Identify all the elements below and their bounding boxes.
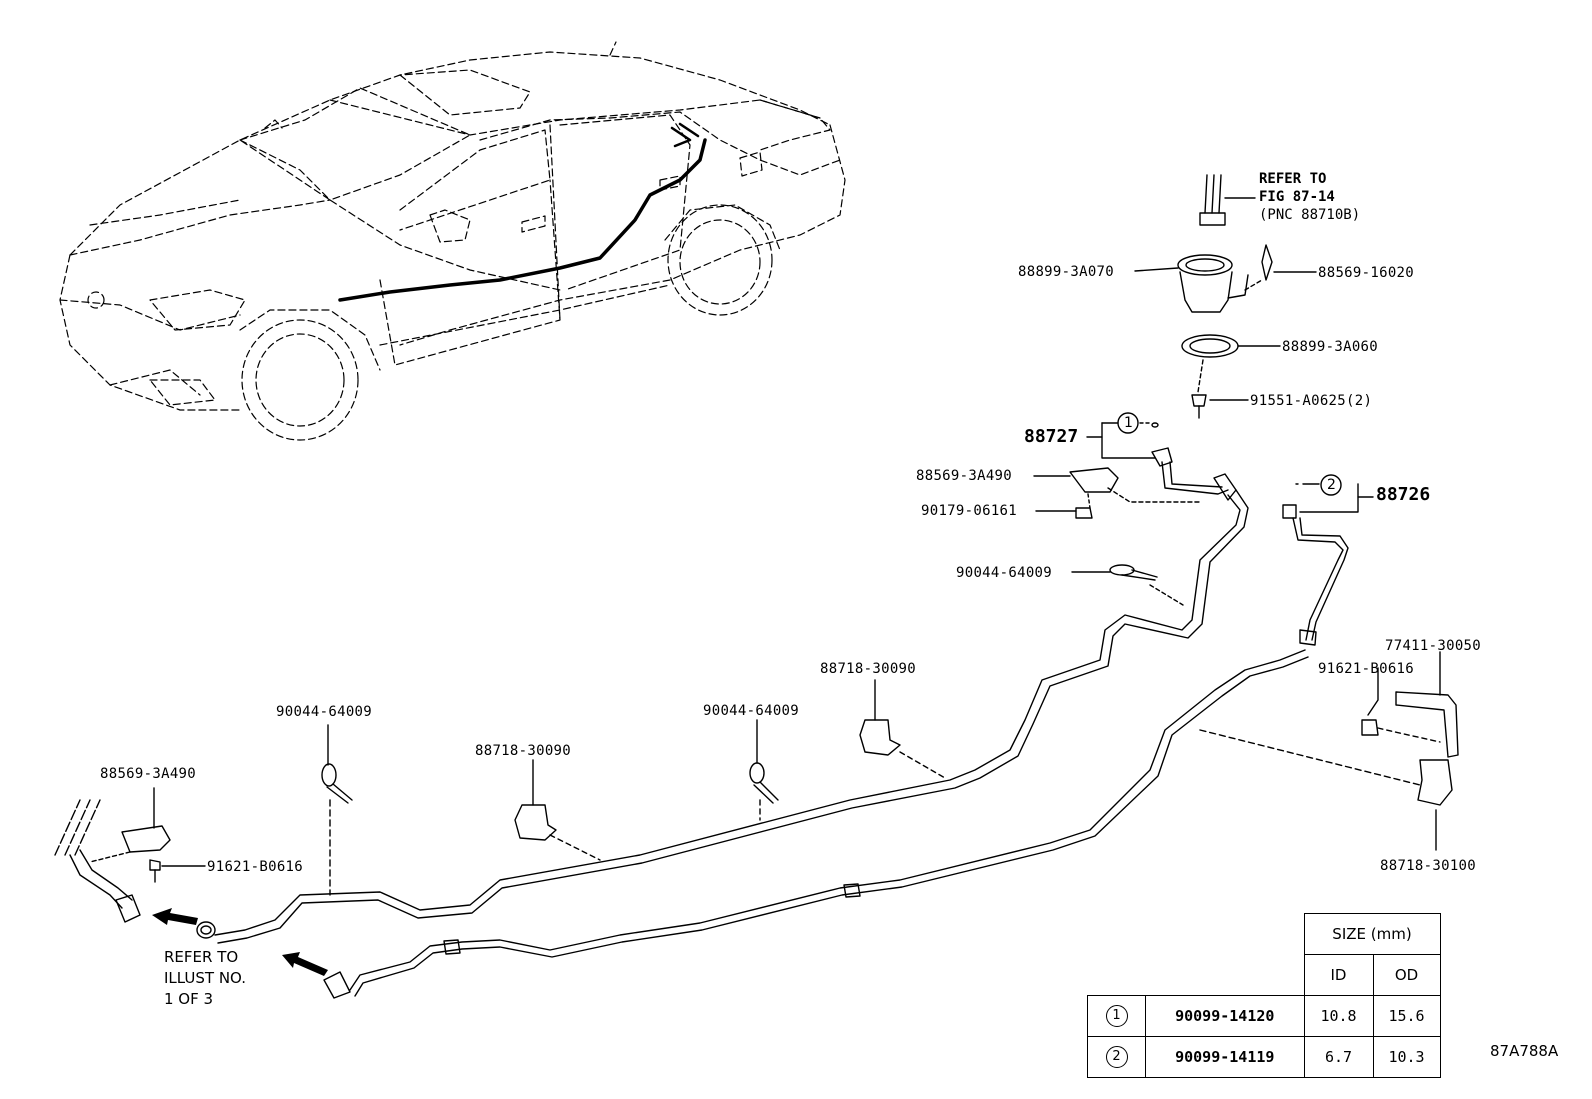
row-id-value: 6.7 bbox=[1303, 1036, 1374, 1078]
filler-parts bbox=[1134, 174, 1317, 419]
row-part-number: 90099-14120 bbox=[1145, 995, 1305, 1037]
refer-illust-line1: REFER TO bbox=[164, 948, 239, 966]
label-88727: 88727 bbox=[1024, 426, 1079, 447]
refer-illust-note: REFER TO ILLUST NO. 1 OF 3 bbox=[164, 947, 246, 1010]
fuel-tube-large bbox=[196, 489, 1249, 944]
label-77411-30050: 77411-30050 bbox=[1385, 638, 1482, 654]
row-id-value: 10.8 bbox=[1303, 995, 1374, 1037]
label-88726: 88726 bbox=[1376, 484, 1431, 505]
size-table-col-od: OD bbox=[1372, 954, 1441, 996]
row-part-number: 90099-14119 bbox=[1145, 1036, 1305, 1078]
label-90179-06161: 90179-06161 bbox=[921, 503, 1018, 519]
clamp-90044-left bbox=[321, 724, 353, 896]
label-88899-3A070: 88899-3A070 bbox=[1018, 264, 1115, 280]
car-illustration bbox=[59, 41, 846, 441]
refer-fig-note: REFER TO FIG 87-14 (PNC 88710B) bbox=[1259, 170, 1360, 224]
row-ref-circle: 2 bbox=[1105, 1046, 1128, 1068]
label-88569-3A490-left: 88569-3A490 bbox=[100, 766, 197, 782]
refer-fig-line3: (PNC 88710B) bbox=[1259, 207, 1361, 223]
label-88718-30090-mid: 88718-30090 bbox=[475, 743, 572, 759]
hose-88727 bbox=[1033, 412, 1237, 606]
label-88899-3A060: 88899-3A060 bbox=[1282, 339, 1379, 355]
hose-88726 bbox=[1282, 474, 1374, 646]
fuel-tube-small bbox=[323, 649, 1309, 999]
label-88718-30090-right: 88718-30090 bbox=[820, 661, 917, 677]
callout-1: 1 bbox=[1124, 415, 1134, 431]
label-91621-B0616-left: 91621-B0616 bbox=[207, 859, 304, 875]
label-88718-30100: 88718-30100 bbox=[1380, 858, 1477, 874]
label-91621-B0616-right: 91621-B0616 bbox=[1318, 661, 1415, 677]
row-ref-circle: 1 bbox=[1105, 1005, 1128, 1027]
refer-fig-line2: FIG 87-14 bbox=[1259, 189, 1335, 205]
car-fuel-line bbox=[338, 138, 707, 302]
label-90044-64009-mid: 90044-64009 bbox=[703, 703, 800, 719]
size-table: SIZE (mm) ID OD 1 90099-14120 10.8 15.6 … bbox=[1087, 913, 1441, 1078]
size-table-header: SIZE (mm) bbox=[1303, 913, 1441, 955]
bracket-77411 bbox=[1199, 651, 1459, 851]
clamp-88718-right bbox=[859, 679, 946, 779]
clamp-90044-mid bbox=[749, 719, 779, 821]
figure-id: 87A788A bbox=[1490, 1042, 1559, 1060]
row-od-value: 10.3 bbox=[1372, 1036, 1441, 1078]
label-91551-A0625: 91551-A0625(2) bbox=[1250, 393, 1373, 409]
callout-2: 2 bbox=[1327, 477, 1337, 493]
label-90044-64009-left: 90044-64009 bbox=[276, 704, 373, 720]
label-88569-3A490-top: 88569-3A490 bbox=[916, 468, 1013, 484]
table-row: 2 90099-14119 6.7 10.3 bbox=[1087, 1036, 1441, 1078]
row-od-value: 15.6 bbox=[1372, 995, 1441, 1037]
table-row: 1 90099-14120 10.8 15.6 bbox=[1087, 995, 1441, 1037]
size-table-col-id: ID bbox=[1303, 954, 1374, 996]
view-arrow-icon bbox=[670, 122, 700, 148]
refer-arrows-icon bbox=[152, 908, 328, 976]
label-90044-64009-top: 90044-64009 bbox=[956, 565, 1053, 581]
refer-illust-line2: ILLUST NO. bbox=[164, 969, 247, 987]
left-end-parts bbox=[54, 787, 206, 923]
refer-illust-line3: 1 OF 3 bbox=[164, 990, 214, 1008]
label-88569-16020: 88569-16020 bbox=[1318, 265, 1415, 281]
clamp-88718-mid bbox=[514, 759, 601, 861]
refer-fig-line1: REFER TO bbox=[1259, 171, 1327, 187]
